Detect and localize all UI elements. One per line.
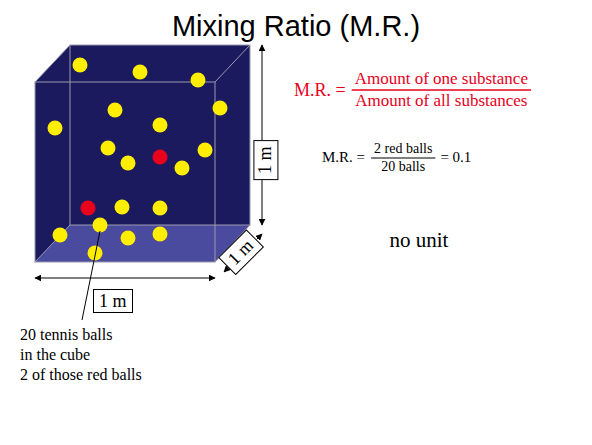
tennis-balls [48,58,228,261]
ball [175,161,190,176]
ball-note: in the cube [20,346,90,364]
ball [81,201,96,216]
formula-label: M.R. = [294,80,346,101]
ball [101,141,116,156]
cube-body [35,45,250,262]
dimension-box: 1 m [93,289,133,314]
ball [213,101,228,116]
fraction-bar [371,157,435,158]
fraction-numerator: Amount of one substance [355,69,528,89]
ball [153,201,168,216]
ball [93,218,108,233]
formula-label: M.R. = [322,149,365,166]
ball [53,228,68,243]
ball [153,150,168,165]
ball [153,227,168,242]
ball [133,65,148,80]
ball [48,121,63,136]
ball [191,73,206,88]
ball [198,143,213,158]
title: Mixing Ratio (M.R.) [172,10,420,43]
ball [153,118,168,133]
fraction-denominator: 20 balls [381,159,425,175]
dimension-box: 1 m [253,140,278,180]
ball [121,231,136,246]
dimension-label: 1 m [255,146,275,174]
ball [108,103,123,118]
dimension-label: 1 m [99,291,127,311]
fraction-bar [352,89,531,90]
height-arrow [262,45,263,225]
note: no unit [390,228,449,252]
width-arrow [35,278,215,279]
formula-result: = 0.1 [440,149,471,166]
ball [121,156,136,171]
fraction-numerator: 2 red balls [374,141,432,157]
cube-edges [35,45,250,262]
ball-note: 20 tennis balls [20,326,112,344]
ball [115,200,130,215]
fraction-denominator: Amount of all substances [355,91,527,111]
ball [88,246,103,261]
ball-note: 2 of those red balls [20,366,142,384]
ball [73,58,88,73]
